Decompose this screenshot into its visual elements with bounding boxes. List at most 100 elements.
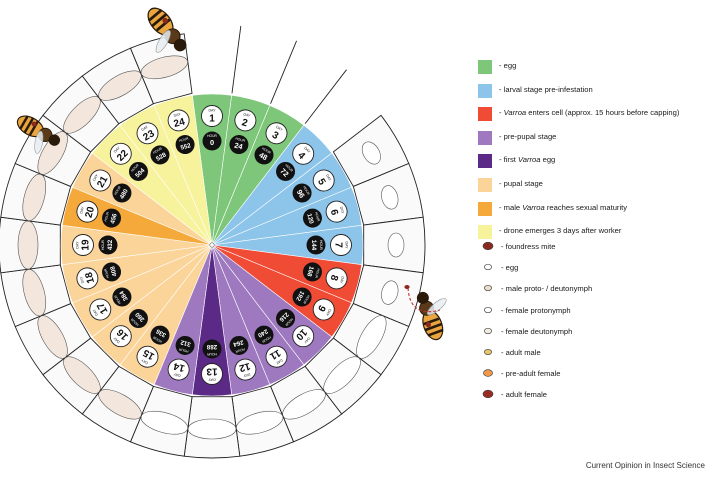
hour-number: 288 <box>206 343 217 350</box>
mite-legend-label: - adult male <box>501 347 541 357</box>
hour-number: 48 <box>257 150 269 162</box>
legend-item: - first Varroa egg <box>478 152 710 176</box>
pupa-icon <box>17 220 39 270</box>
hour-caption: HOUR <box>178 347 189 354</box>
hour-caption: HOUR <box>207 134 217 138</box>
hour-number: 552 <box>180 142 192 152</box>
day-badge-circle <box>89 169 112 192</box>
hour-badge-circle <box>254 145 274 165</box>
legend-item: - pre-pupal stage <box>478 129 710 153</box>
bee-icon <box>16 115 61 154</box>
legend-label: - drone emerges 3 days after worker <box>499 226 622 236</box>
mite-legend-item: - female protonymph <box>480 303 710 324</box>
hour-caption: HOUR <box>302 185 311 196</box>
day-badge-circle <box>76 200 99 223</box>
hour-number: 96 <box>295 188 307 200</box>
mite-legend-item: - pre-adult female <box>480 366 710 387</box>
day-badge-circle <box>312 169 335 192</box>
hour-badge-circle <box>276 309 296 329</box>
legend-item: - male Varroa reaches sexual maturity <box>478 200 710 224</box>
hour-caption: HOUR <box>235 137 246 144</box>
legend-item: - larval stage pre-infestation <box>478 82 710 106</box>
foundress-mite-icon <box>482 241 494 251</box>
larva-icon <box>387 232 405 258</box>
day-number: 20 <box>84 205 98 219</box>
hour-badge-circle <box>112 287 132 307</box>
day-caption: DAY <box>303 146 311 154</box>
day-badge-circle <box>234 109 257 132</box>
day-number: 8 <box>328 274 340 283</box>
legend-label: - Varroa enters cell (approx. 15 hours b… <box>499 108 680 118</box>
day-number: 15 <box>141 346 157 361</box>
day-number: 3 <box>270 130 281 143</box>
hour-caption: HOUR <box>152 335 163 344</box>
day-number: 24 <box>173 116 187 130</box>
day-caption: DAY <box>173 372 181 378</box>
mite-legend-item: - adult female <box>480 387 710 408</box>
day-badge-circle <box>109 142 132 165</box>
pupa-icon <box>140 55 189 80</box>
hour-badge-circle <box>102 262 122 282</box>
day-caption: DAY <box>140 358 149 365</box>
day-badge-circle <box>76 267 99 290</box>
legend-label: - male Varroa reaches sexual maturity <box>499 202 628 212</box>
hour-caption: HOUR <box>113 185 122 196</box>
hour-number: 432 <box>107 239 114 250</box>
hour-number: 144 <box>310 240 317 251</box>
pre-adult-female-icon <box>483 369 493 377</box>
day-badge-circle <box>109 325 132 348</box>
legend-label: - first Varroa egg <box>499 155 556 165</box>
hour-badge-circle <box>150 325 170 345</box>
day-badge-circle <box>167 358 190 381</box>
mite-legend-label: - foundress mite <box>501 242 556 251</box>
hour-caption: HOUR <box>104 211 111 222</box>
day-badge-circle <box>201 105 223 127</box>
day-caption: DAY <box>325 174 332 183</box>
day-caption: DAY <box>79 275 85 283</box>
hour-badge-circle <box>229 135 249 155</box>
day-badge-circle <box>136 122 159 145</box>
legend-item: - pupal stage <box>478 176 710 200</box>
adult-female-icon <box>482 390 494 399</box>
day-badge-circle <box>265 345 288 368</box>
legend-swatch <box>478 225 492 240</box>
day-caption: DAY <box>345 241 349 249</box>
legend-label: - larval stage pre-infestation <box>499 84 593 94</box>
adult-male-icon <box>484 348 492 355</box>
hour-number: 312 <box>179 338 191 348</box>
day-number: 2 <box>241 117 250 129</box>
day-badge-circle <box>325 200 348 223</box>
hour-caption: HOUR <box>261 335 272 344</box>
mite-legend-label: - adult female <box>501 390 548 400</box>
hour-caption: HOUR <box>103 267 110 278</box>
day-caption: DAY <box>275 125 284 132</box>
female-protonymph-icon <box>484 306 492 313</box>
hour-badge-circle <box>150 145 170 165</box>
legend-swatch <box>478 130 492 145</box>
hour-number: 408 <box>109 265 119 277</box>
hour-caption: HOUR <box>319 240 323 250</box>
